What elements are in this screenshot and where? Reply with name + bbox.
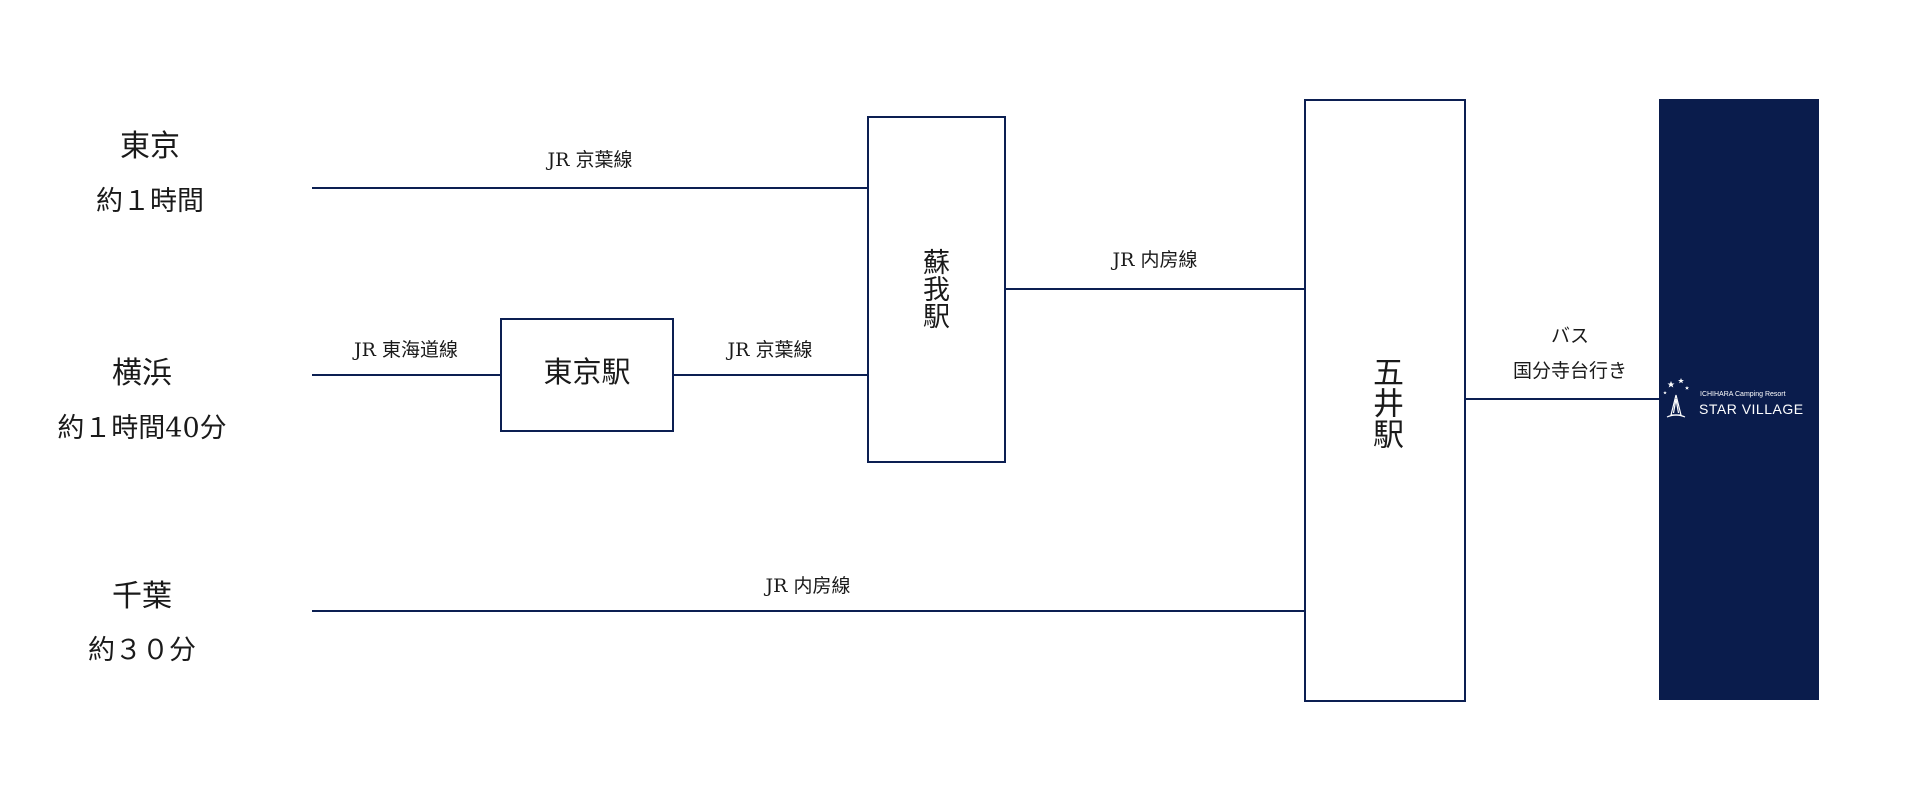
station-box-tokyo: 東京駅 <box>500 318 674 432</box>
route-label-bus-1: バス <box>1550 325 1589 347</box>
destination-panel: ICHIHARA Camping Resort STAR VILLAGE <box>1659 99 1819 700</box>
origin-tokyo-name: 東京 <box>120 129 180 164</box>
route-line-tokyo-soga <box>312 187 868 189</box>
logo-main-text: STAR VILLAGE <box>1699 401 1804 417</box>
route-line-yokohama-tokyo-station <box>312 374 501 376</box>
route-line-tokyo-station-soga <box>673 374 868 376</box>
origin-chiba-time: 約３０分 <box>88 635 196 666</box>
route-label-yokohama-tokaido: JR 東海道線 <box>354 339 458 361</box>
origin-tokyo-time: 約１時間 <box>96 186 204 217</box>
route-line-chiba-goi <box>312 610 1305 612</box>
route-label-tokyo-station-keiyo: JR 京葉線 <box>727 339 813 361</box>
station-label-goi: 五井駅 <box>1367 356 1403 449</box>
route-line-soga-goi <box>1005 288 1305 290</box>
route-label-chiba-uchibo: JR 内房線 <box>765 575 851 597</box>
station-box-goi: 五井駅 <box>1304 99 1466 702</box>
route-label-bus-2: 国分寺台行き <box>1512 360 1627 382</box>
origin-yokohama-name: 横浜 <box>112 356 172 391</box>
logo-small-text: ICHIHARA Camping Resort <box>1700 391 1786 398</box>
origin-chiba-name: 千葉 <box>112 579 172 614</box>
station-box-soga: 蘇我駅 <box>867 116 1006 463</box>
route-label-soga-uchibo: JR 内房線 <box>1112 249 1198 271</box>
origin-yokohama-time: 約１時間40分 <box>57 413 227 444</box>
route-line-bus <box>1465 398 1660 400</box>
station-label-soga: 蘇我駅 <box>918 248 949 329</box>
station-label-tokyo: 東京駅 <box>543 355 631 389</box>
star-village-logo-icon <box>1663 378 1690 418</box>
route-label-tokyo-keiyo: JR 京葉線 <box>547 149 633 171</box>
